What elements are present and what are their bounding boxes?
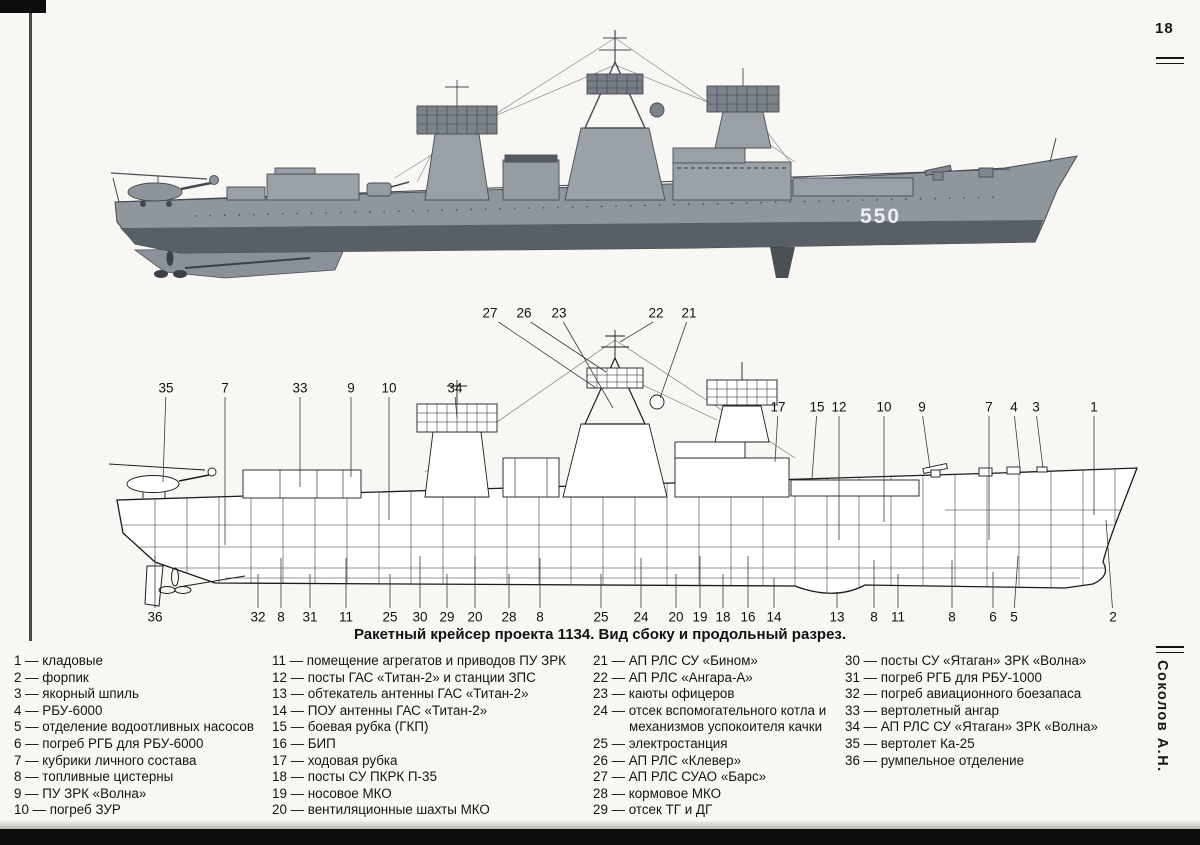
section-funnel	[502, 457, 560, 498]
hull-number: 550	[860, 205, 901, 228]
stabilizer-fin	[770, 247, 795, 278]
legend-item-19: 19 — носовое МКО	[272, 785, 392, 801]
margin-rule	[1156, 646, 1184, 648]
legend-item-11: 11 — помещение агрегатов и приводов ПУ З…	[272, 653, 566, 668]
legend-item-35: 35 — вертолет Ка-25	[845, 735, 975, 751]
section-superstructure	[108, 330, 1048, 499]
stern-staff	[112, 177, 120, 203]
legend-item-31: 31 — погреб РГБ для РБУ-1000	[845, 669, 1042, 685]
margin-rule	[1156, 62, 1184, 65]
legend-item-32: 32 — погреб авиационного боезапаса	[845, 686, 1082, 702]
section-hull	[116, 467, 1138, 594]
side-radar-dish	[649, 102, 665, 118]
legend-item-16: 16 — БИП	[272, 735, 336, 751]
funnel	[502, 159, 560, 201]
margin-rule	[1156, 651, 1184, 654]
main-tower	[564, 127, 666, 201]
aft-gun-turret	[366, 182, 392, 197]
legend-item-21: 21 — АП РЛС СУ «Бином»	[593, 653, 758, 668]
section-rbu	[1006, 466, 1021, 475]
legend-item-4: 4 — РБУ-6000	[14, 702, 103, 718]
figure-caption: Ракетный крейсер проекта 1134. Вид сбоку…	[353, 626, 847, 643]
scan-bottom-bar	[0, 829, 1200, 845]
margin-rule	[1156, 57, 1184, 59]
main-top-radar	[586, 73, 644, 95]
section-volna-launcher	[922, 463, 948, 478]
hangar	[266, 173, 360, 201]
forward-deckhouse	[792, 177, 914, 197]
author-sidebar: Соколов А.Н.	[1154, 660, 1170, 773]
legend-item-15: 15 — боевая рубка (ГКП)	[272, 719, 429, 735]
superstructure	[110, 30, 1057, 207]
legend-item-2: 2 — форпик	[14, 669, 89, 685]
legend-column: 30 — посты СУ «Ятаган» ЗРК «Волна»31 — п…	[845, 653, 1150, 769]
legend-item-23: 23 — каюты офицеров	[593, 686, 735, 702]
legend-item-28: 28 — кормовое МКО	[593, 785, 722, 801]
legend-item-27: 27 — АП РЛС СУАО «Барс»	[593, 769, 767, 785]
legend-item-25: 25 — электростанция	[593, 735, 728, 751]
legend-item-30: 30 — посты СУ «Ятаган» ЗРК «Волна»	[845, 653, 1087, 668]
legend-column: 11 — помещение агрегатов и приводов ПУ З…	[272, 653, 588, 819]
boot-stripe	[120, 220, 1043, 253]
section-fwd-deckhouse	[790, 479, 920, 497]
bridge-block	[672, 161, 792, 201]
side-view-drawing: 550	[110, 30, 1078, 279]
legend-item-36: 36 — румпельное отделение	[845, 752, 1025, 768]
legend-item-26: 26 — АП РЛС «Клевер»	[593, 752, 742, 768]
section-bridge	[674, 457, 790, 498]
legend-item-17: 17 — ходовая рубка	[272, 752, 398, 768]
legend-item-10: 10 — погреб ЗУР	[14, 802, 121, 818]
scan-bottom-shade	[0, 820, 1200, 829]
legend-item-5: 5 — отделение водоотливных насосов	[14, 719, 254, 735]
section-main-radar	[586, 367, 644, 389]
section-hangar	[242, 469, 362, 499]
section-helicopter	[108, 463, 217, 498]
main-mast	[583, 60, 647, 129]
forward-tower	[714, 111, 772, 149]
volna-launcher	[924, 164, 952, 181]
legend-item-9: 9 — ПУ ЗРК «Волна»	[14, 785, 147, 801]
legend-item-20: 20 — вентиляционные шахты МКО	[272, 802, 490, 818]
legend-item-8: 8 — топливные цистерны	[14, 769, 174, 785]
legend-item-13: 13 — обтекатель антенны ГАС «Титан-2»	[272, 686, 529, 702]
legend-item-34: 34 — АП РЛС СУ «Ятаган» ЗРК «Волна»	[845, 719, 1098, 735]
stern-gear	[144, 565, 246, 607]
legend-item-14: 14 — ПОУ антенны ГАС «Титан-2»	[272, 702, 488, 718]
section-main-tower	[562, 423, 668, 498]
propeller	[154, 250, 187, 278]
section-aft-tower	[424, 431, 490, 498]
legend-item-18: 18 — посты СУ ПКРК П-35	[272, 769, 437, 785]
bow-jackstaff	[1049, 137, 1057, 163]
underwater-hull	[133, 246, 795, 279]
section-capstan	[1036, 466, 1048, 473]
legend-item-3: 3 — якорный шпиль	[14, 686, 139, 702]
cross-section-drawing	[108, 330, 1138, 607]
page-number: 18	[1155, 20, 1174, 37]
legend-item-6: 6 — погреб РГБ для РБУ-6000	[14, 735, 204, 751]
bulkheads-grid	[117, 468, 1137, 594]
legend-item-7: 7 — кубрики личного состава	[14, 752, 197, 768]
legend-column: 21 — АП РЛС СУ «Бином»22 — АП РЛС «Ангар…	[593, 653, 848, 819]
legend-item-33: 33 — вертолетный ангар	[845, 702, 999, 718]
section-fwd-radar	[706, 362, 778, 406]
section-deck-fitting	[978, 467, 993, 477]
section-fwd-tower	[714, 405, 770, 443]
legend-item-1: 1 — кладовые	[14, 653, 103, 668]
rbu-launcher	[978, 167, 994, 178]
forward-yatagan-radar	[706, 68, 780, 113]
legend-item-12: 12 — посты ГАС «Титан-2» и станции ЗПС	[272, 669, 536, 685]
section-side-dish	[649, 394, 665, 410]
aft-deckhouse	[226, 186, 266, 201]
scan-left-edge-line	[29, 13, 32, 641]
section-aft-radar	[416, 380, 498, 433]
legend-item-24: 24 — отсек вспомогательного котла и меха…	[593, 702, 827, 735]
aft-yatagan-radar	[416, 80, 498, 135]
legend-item-22: 22 — АП РЛС «Ангара-А»	[593, 669, 753, 685]
legend-item-29: 29 — отсек ТГ и ДГ	[593, 802, 713, 818]
scan-corner-mark	[0, 0, 46, 13]
aft-tower	[424, 133, 490, 201]
helicopter	[110, 172, 219, 207]
